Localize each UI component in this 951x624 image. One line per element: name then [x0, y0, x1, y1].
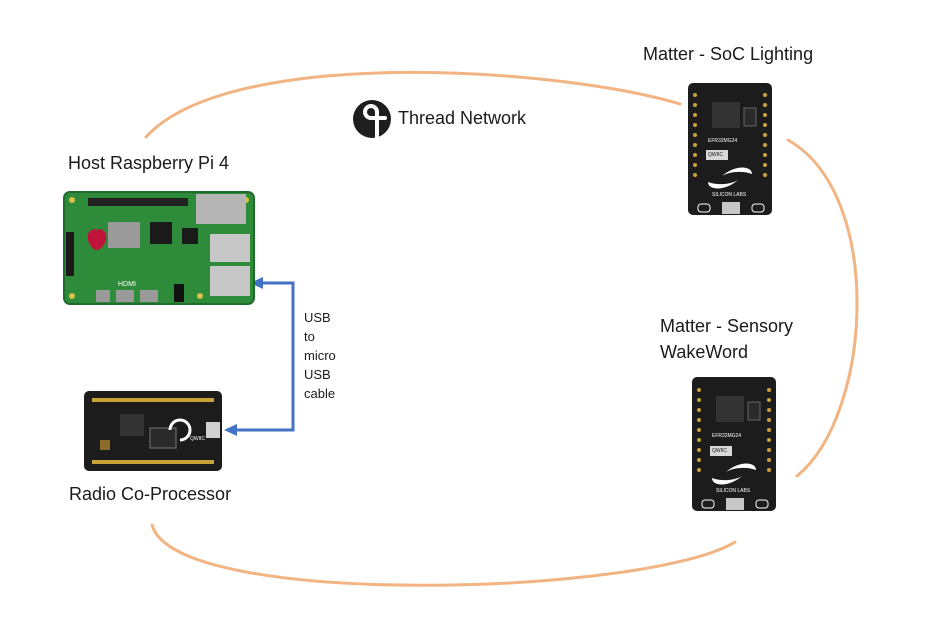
- sensory-label-line2: WakeWord: [660, 342, 749, 362]
- cable-label: USB to micro USB cable: [304, 308, 336, 403]
- svg-text:EFR32MG24: EFR32MG24: [712, 433, 741, 439]
- cable-label-line: cable: [304, 386, 336, 401]
- cable-arrow-top: [250, 277, 263, 289]
- thread-network-label: Thread Network: [398, 108, 527, 128]
- svg-text:QWIIC: QWIIC: [708, 152, 723, 158]
- host-label: Host Raspberry Pi 4: [68, 153, 230, 173]
- svg-text:HDMI: HDMI: [118, 281, 136, 288]
- raspberry-pi-icon: HDMI: [63, 191, 255, 305]
- ring-arc-right: [786, 138, 859, 478]
- lighting-label: Matter - SoC Lighting: [643, 44, 814, 64]
- sensory-label-line1: Matter - Sensory: [660, 316, 794, 336]
- svg-text:SILICON LABS: SILICON LABS: [716, 488, 751, 494]
- usb-cable: [224, 277, 295, 436]
- cable-label-line: micro: [304, 348, 336, 363]
- network-ring: [144, 70, 859, 587]
- rcp-label: Radio Co-Processor: [69, 484, 232, 504]
- cable-label-line: USB: [304, 310, 331, 325]
- thread-logo-icon: [353, 100, 391, 139]
- cable-label-line: USB: [304, 367, 331, 382]
- svg-text:QWIIC: QWIIC: [190, 436, 205, 442]
- cable-arrow-bottom: [224, 424, 237, 436]
- svg-text:EFR32MG24: EFR32MG24: [708, 138, 737, 144]
- sensory-board-icon: EFR32MG24 QWIIC SILICON LABS: [692, 377, 776, 511]
- svg-text:SILICON LABS: SILICON LABS: [712, 192, 747, 198]
- lighting-board-icon: EFR32MG24 QWIIC SILICON LABS: [688, 83, 772, 215]
- ring-arc-bottom: [150, 523, 737, 587]
- svg-text:QWIIC: QWIIC: [712, 448, 727, 454]
- cable-label-line: to: [304, 329, 315, 344]
- rcp-board-icon: QWIIC: [84, 391, 222, 471]
- ring-arc-top: [144, 70, 682, 139]
